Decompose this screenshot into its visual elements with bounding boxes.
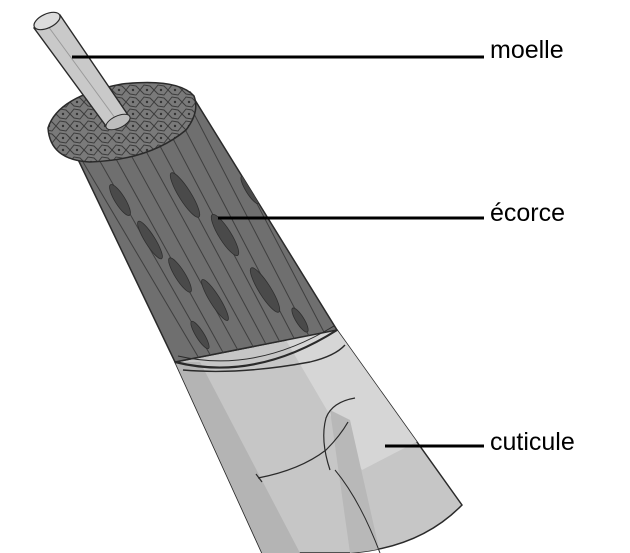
label-moelle: moelle	[490, 38, 564, 63]
cuticle-layer	[175, 330, 462, 553]
label-ecorce: écorce	[490, 201, 565, 226]
label-cuticule: cuticule	[490, 430, 575, 455]
